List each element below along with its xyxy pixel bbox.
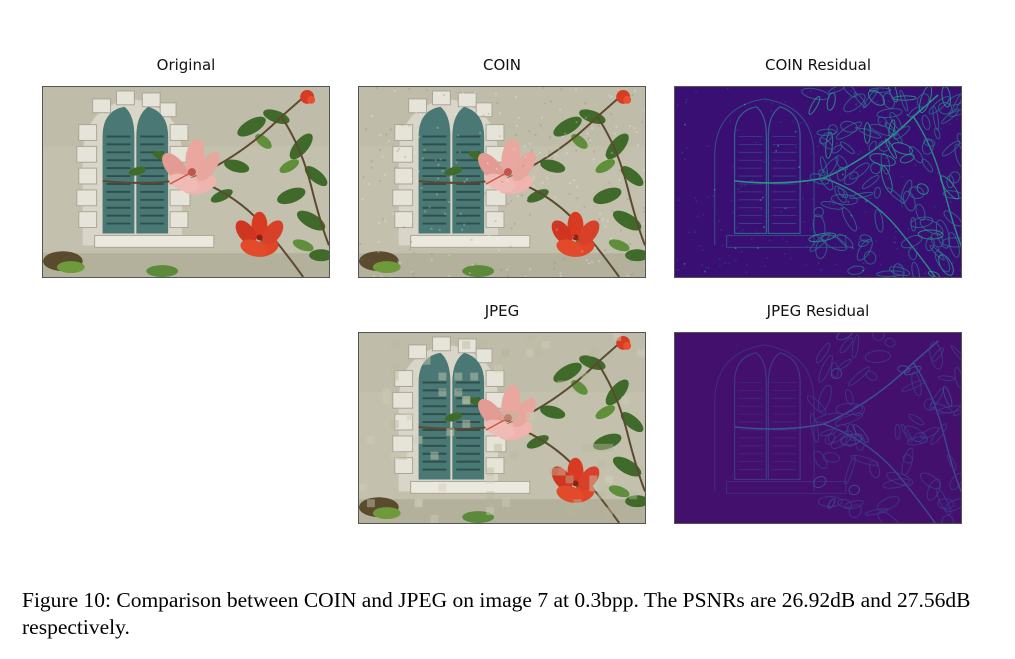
panel-title-coin: COIN <box>483 56 521 74</box>
panel-title-jpeg-residual: JPEG Residual <box>766 302 870 320</box>
figure-caption: Figure 10: Comparison between COIN and J… <box>22 588 971 639</box>
coin-reconstruction-image <box>358 86 646 278</box>
panel-title-jpeg: JPEG <box>484 302 520 320</box>
residual-svg <box>675 87 961 277</box>
panel-title-coin-residual: COIN Residual <box>764 56 872 74</box>
coin-residual-image <box>674 86 962 278</box>
jpeg-reconstruction-image <box>358 332 646 524</box>
jpeg-residual-image <box>674 332 962 524</box>
residual-svg <box>675 333 961 523</box>
scene-svg <box>43 87 329 277</box>
original-image <box>42 86 330 278</box>
scene-svg <box>359 87 645 277</box>
panel-title-original: Original <box>156 56 216 74</box>
scene-svg <box>359 333 645 523</box>
